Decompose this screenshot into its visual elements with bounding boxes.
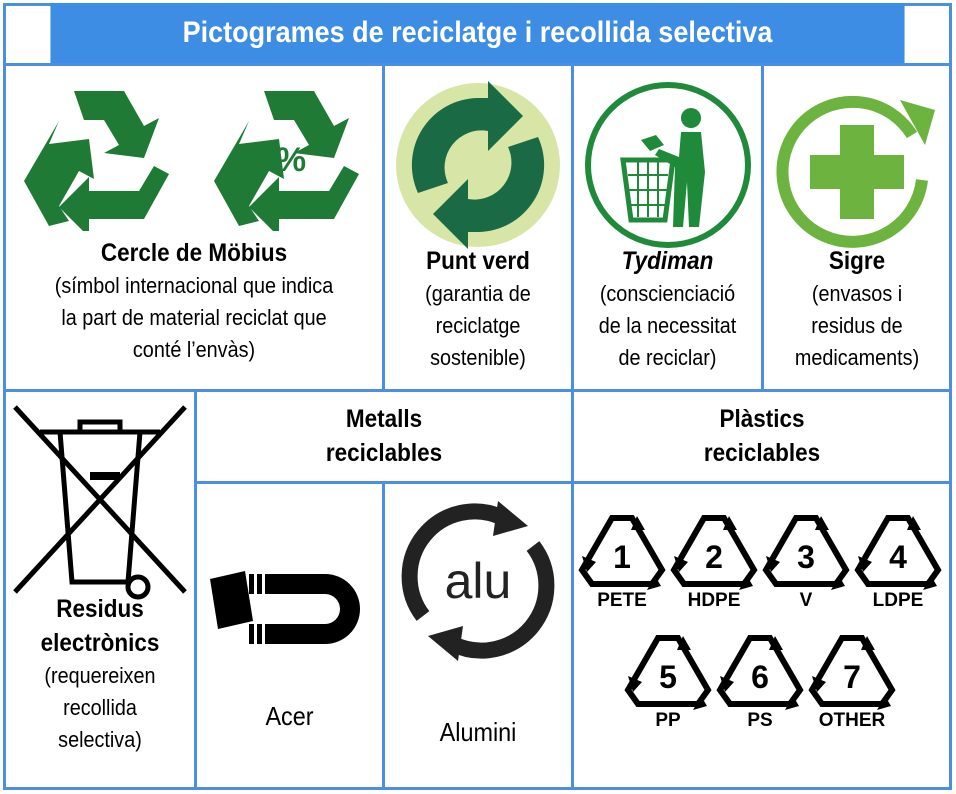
plastic-code-label: HDPE [687, 590, 741, 611]
poster-title: Pictogrames de reciclatge i recollida se… [50, 3, 905, 63]
punt-verd-desc: sostenible) [430, 345, 526, 370]
mobius-desc: conté l’envàs) [132, 337, 256, 362]
punt-verd-desc: (garantia de [425, 281, 531, 306]
svg-text:1: 1 [613, 539, 631, 575]
plastics-header-line: reciclables [703, 439, 821, 467]
plastics-header-line: Plàstics [719, 405, 805, 433]
mobius-desc: (símbol internacional que indica [54, 273, 334, 298]
sigre-icon [776, 95, 935, 248]
plastic-code-label: PETE [597, 590, 647, 611]
divider [571, 63, 574, 790]
divider [3, 389, 952, 392]
tydiman-desc: (conscienciació [599, 281, 736, 306]
punt-verd-icon [396, 81, 560, 249]
plastic-code-label: OTHER [818, 710, 886, 731]
divider [194, 481, 952, 484]
mobius-cell: % Cercle de Möbius (símbol internacional… [6, 66, 382, 366]
plastic-code-label: PS [747, 710, 773, 731]
sigre-desc: (envasos i [811, 281, 903, 306]
sigre-cell: Sigre (envasos i residus de medicaments) [764, 66, 950, 374]
steel-cell: Acer [197, 484, 382, 732]
svg-text:2: 2 [705, 539, 723, 575]
divider [194, 389, 197, 790]
plastics-header: Plàstics reciclables [574, 402, 950, 470]
recycle-icon [24, 91, 169, 231]
divider [382, 63, 385, 390]
electronics-desc: (requereixen [44, 663, 156, 688]
tydiman-cell: Tydiman (conscienciació de la necessitat… [574, 66, 761, 374]
punt-verd-title: Punt verd [426, 247, 530, 275]
divider [761, 63, 764, 390]
svg-text:alu: alu [445, 553, 512, 609]
magnet-icon [209, 571, 360, 644]
metals-header-line: reciclables [325, 439, 443, 467]
recycle-triangle-icon: 5 [624, 635, 712, 710]
tidyman-icon [584, 82, 751, 248]
recycle-triangle-icon: 7 [808, 635, 896, 710]
recycle-percent-icon: % [214, 91, 359, 231]
aluminium-label: Alumini [439, 717, 517, 747]
electronics-title: electrònics [40, 629, 160, 657]
electronics-cell: Residus electrònics (requereixen recolli… [6, 392, 194, 756]
tydiman-desc: de la necessitat [598, 313, 737, 338]
tydiman-title: Tydiman [621, 247, 714, 275]
svg-text:5: 5 [659, 659, 677, 695]
electronics-title: Residus [56, 595, 144, 623]
svg-text:%: % [276, 141, 306, 179]
divider [3, 63, 952, 66]
electronics-desc: selectiva) [58, 727, 142, 752]
alu-recycle-icon: alu [401, 501, 555, 661]
recycle-triangle-icon: 3 [762, 515, 850, 590]
plastic-code-label: LDPE [872, 590, 924, 611]
punt-verd-desc: reciclatge [435, 313, 521, 338]
sigre-title: Sigre [828, 247, 886, 275]
divider [382, 481, 385, 790]
svg-text:4: 4 [889, 539, 907, 575]
svg-text:3: 3 [797, 539, 815, 575]
steel-label: Acer [265, 701, 314, 731]
crossed-bin-icon [13, 405, 187, 600]
recycle-triangle-icon: 4 [854, 515, 942, 590]
electronics-desc: recollida [63, 695, 137, 720]
plastic-code-label: PP [655, 710, 681, 731]
sigre-desc: medicaments) [794, 345, 920, 370]
tydiman-desc: de reciclar) [618, 345, 717, 370]
recycle-triangle-icon: 6 [716, 635, 804, 710]
plastic-code-label: V [799, 590, 813, 611]
punt-verd-cell: Punt verd (garantia de reciclatge sosten… [385, 66, 571, 374]
aluminium-cell: alu Alumini [385, 484, 571, 748]
mobius-title: Cercle de Möbius [100, 239, 288, 267]
metals-header-line: Metalls [345, 405, 423, 433]
svg-text:7: 7 [843, 659, 861, 695]
recycle-triangle-icon: 1 [578, 515, 666, 590]
metals-header: Metalls reciclables [197, 402, 571, 470]
svg-text:6: 6 [751, 659, 769, 695]
recycle-triangle-icon: 2 [670, 515, 758, 590]
mobius-desc: la part de material reciclat que [61, 305, 327, 330]
sigre-desc: residus de [811, 313, 903, 338]
